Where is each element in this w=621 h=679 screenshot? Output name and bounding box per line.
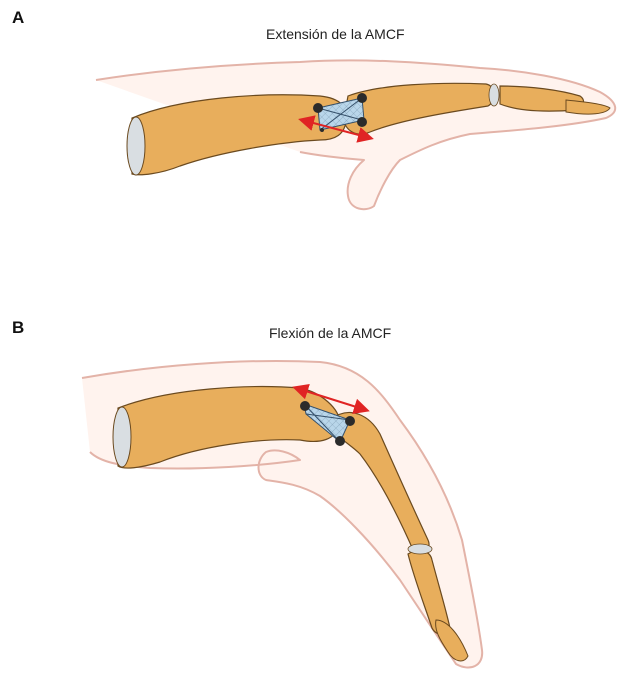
- screw-a-3: [357, 117, 367, 127]
- screw-b-3: [335, 436, 345, 446]
- finger-flexion: [82, 361, 482, 668]
- screw-a-2: [357, 93, 367, 103]
- screw-a-4: [320, 128, 324, 132]
- pip-cartilage-b: [408, 544, 432, 554]
- screw-a-1: [313, 103, 323, 113]
- metacarpal-cut-a: [127, 117, 145, 175]
- finger-extension: [96, 60, 615, 209]
- screw-b-1: [300, 401, 310, 411]
- pip-cartilage-a: [489, 84, 499, 106]
- screw-b-2: [345, 416, 355, 426]
- metacarpal-cut-b: [113, 407, 131, 467]
